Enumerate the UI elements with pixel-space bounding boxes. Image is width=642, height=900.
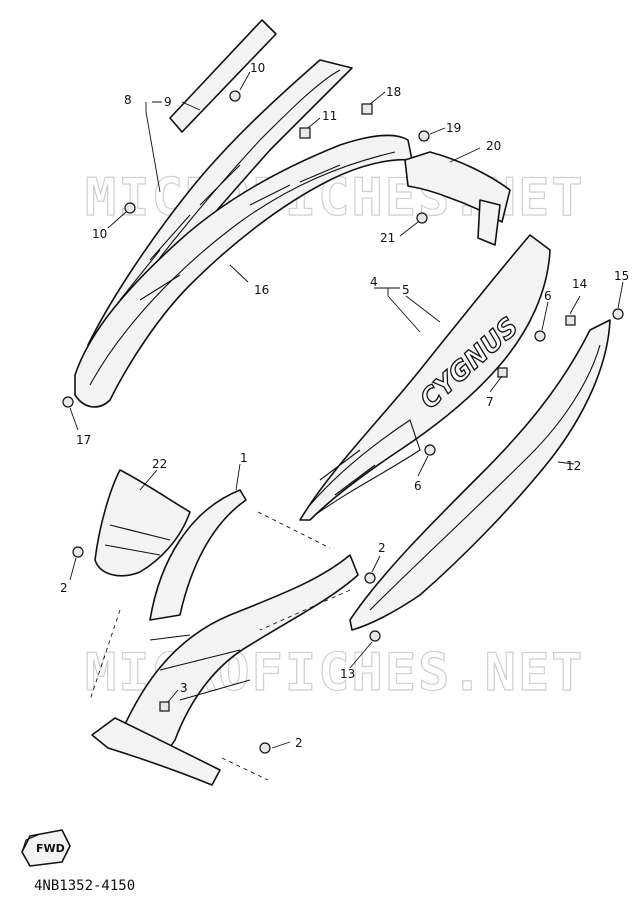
clip-18-icon bbox=[361, 103, 373, 115]
callout-2-right: 2 bbox=[378, 541, 386, 555]
clip-3-icon bbox=[159, 701, 170, 712]
diagram-code: 4NB1352-4150 bbox=[34, 878, 135, 894]
fasteners bbox=[62, 90, 624, 754]
callout-9: 9 bbox=[164, 95, 172, 109]
screw-2-right-icon bbox=[364, 572, 376, 584]
screw-15-icon bbox=[612, 308, 624, 320]
callout-11: 11 bbox=[322, 109, 337, 123]
callout-20: 20 bbox=[486, 139, 501, 153]
screw-10-left-icon bbox=[124, 202, 136, 214]
part-20-rear-rail bbox=[404, 151, 511, 246]
callout-3: 3 bbox=[180, 681, 188, 695]
screw-6-bottom-icon bbox=[424, 444, 436, 456]
callout-14: 14 bbox=[572, 277, 587, 291]
callout-1: 1 bbox=[240, 451, 248, 465]
screw-10-top-icon bbox=[229, 90, 241, 102]
screw-21-icon bbox=[416, 212, 428, 224]
screw-19-icon bbox=[418, 130, 430, 142]
callout-numbers: 1 2 2 2 3 4 5 6 6 7 8 9 10 10 11 12 13 1… bbox=[60, 61, 629, 750]
callout-10-left: 10 bbox=[92, 227, 107, 241]
part-1-leg-shield bbox=[91, 489, 359, 786]
callout-12: 12 bbox=[566, 459, 581, 473]
part-9-strip bbox=[169, 19, 277, 133]
callout-4: 4 bbox=[370, 275, 378, 289]
clip-14-icon bbox=[565, 315, 576, 326]
part-22-inner-panel bbox=[94, 469, 191, 577]
fwd-direction-badge: FWD bbox=[21, 829, 71, 867]
callout-15: 15 bbox=[614, 269, 629, 283]
screw-2-bottom-icon bbox=[259, 742, 271, 754]
callout-16: 16 bbox=[254, 283, 269, 297]
callout-22: 22 bbox=[152, 457, 167, 471]
leader-lines bbox=[69, 71, 624, 781]
callout-18: 18 bbox=[386, 85, 401, 99]
callout-17: 17 bbox=[76, 433, 91, 447]
callout-13: 13 bbox=[340, 667, 355, 681]
fwd-label: FWD bbox=[36, 842, 65, 855]
callout-21: 21 bbox=[380, 231, 395, 245]
callout-7: 7 bbox=[486, 395, 494, 409]
callout-10-top: 10 bbox=[250, 61, 265, 75]
screw-17-icon bbox=[62, 396, 74, 408]
part-16-body-cover bbox=[74, 134, 413, 408]
callout-6-top: 6 bbox=[544, 289, 552, 303]
callout-19: 19 bbox=[446, 121, 461, 135]
callout-8: 8 bbox=[124, 93, 132, 107]
callout-2-left: 2 bbox=[60, 581, 68, 595]
part-4-5-side-cover bbox=[299, 234, 551, 521]
callout-2-bottom: 2 bbox=[295, 736, 303, 750]
part-12-lower-cover bbox=[349, 319, 611, 631]
callout-6-bottom: 6 bbox=[414, 479, 422, 493]
screw-2-left-icon bbox=[72, 546, 84, 558]
clip-7-icon bbox=[497, 367, 508, 378]
screw-13-icon bbox=[369, 630, 381, 642]
screw-6-top-icon bbox=[534, 330, 546, 342]
clip-11-icon bbox=[299, 127, 311, 139]
callout-5: 5 bbox=[402, 283, 410, 297]
